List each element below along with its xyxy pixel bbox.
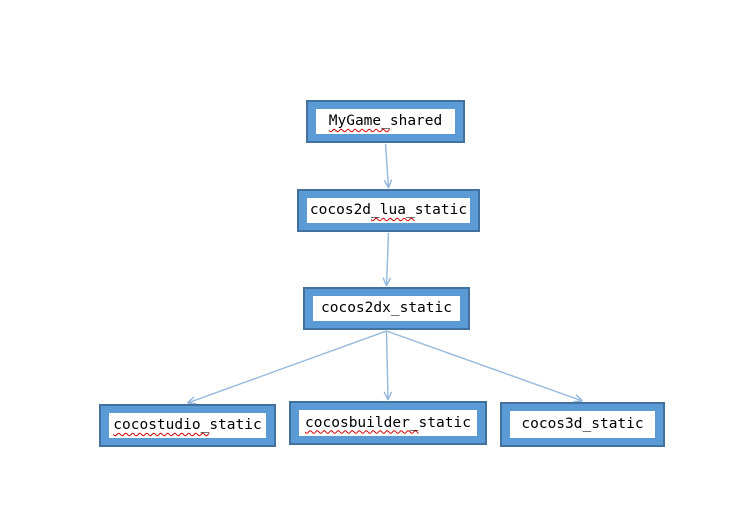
node-cocos3d-static: cocos3d_static: [500, 402, 665, 447]
node-label: cocostudio_static: [109, 413, 266, 438]
label-text: cocos3d_static: [521, 416, 644, 432]
misspelled-text: MyGame_: [328, 113, 390, 129]
node-label: cocos2d_lua_static: [307, 198, 470, 223]
node-mygame-shared: MyGame_shared: [306, 100, 465, 143]
dependency-arrow-line: [383, 391, 389, 401]
dependency-arrow-line: [187, 402, 197, 405]
node-label: MyGame_shared: [316, 109, 455, 134]
dependency-arrow-line: [385, 232, 390, 287]
dependency-arrow-line: [187, 396, 195, 404]
node-cocostudio-static: cocostudio_static: [99, 404, 276, 447]
misspelled-text: cocostudio_: [113, 417, 210, 433]
node-label: cocos2dx_static: [313, 296, 460, 321]
label-text: static: [209, 417, 262, 433]
dependency-arrow-line: [383, 179, 390, 189]
label-text: static: [418, 414, 471, 431]
dependency-arrow-line: [386, 330, 583, 402]
label-text: static: [414, 202, 468, 218]
node-cocos2d-lua-static: cocos2d_lua_static: [297, 189, 480, 232]
dependency-arrow-line: [187, 330, 387, 404]
label-text: cocos2d: [309, 202, 372, 218]
label-text: cocos2dx_static: [321, 300, 452, 316]
dependency-arrow-line: [385, 277, 392, 287]
dependency-arrow-line: [387, 179, 393, 189]
dependency-arrow-line: [382, 277, 388, 287]
node-cocos2dx-static: cocos2dx_static: [303, 287, 470, 330]
node-label: cocos3d_static: [510, 411, 655, 438]
node-label: cocosbuilder_static: [299, 410, 477, 436]
misspelled-text: cocosbuilder_: [305, 414, 419, 431]
dependency-arrow-line: [575, 394, 583, 402]
dependency-arrow-line: [387, 391, 393, 401]
node-cocosbuilder-static: cocosbuilder_static: [289, 401, 487, 445]
dependency-arrow-line: [385, 330, 389, 401]
dependency-arrow-line: [573, 400, 583, 403]
label-text: shared: [389, 113, 443, 129]
misspelled-text: _lua_: [371, 202, 415, 218]
dependency-arrow-line: [384, 143, 390, 189]
